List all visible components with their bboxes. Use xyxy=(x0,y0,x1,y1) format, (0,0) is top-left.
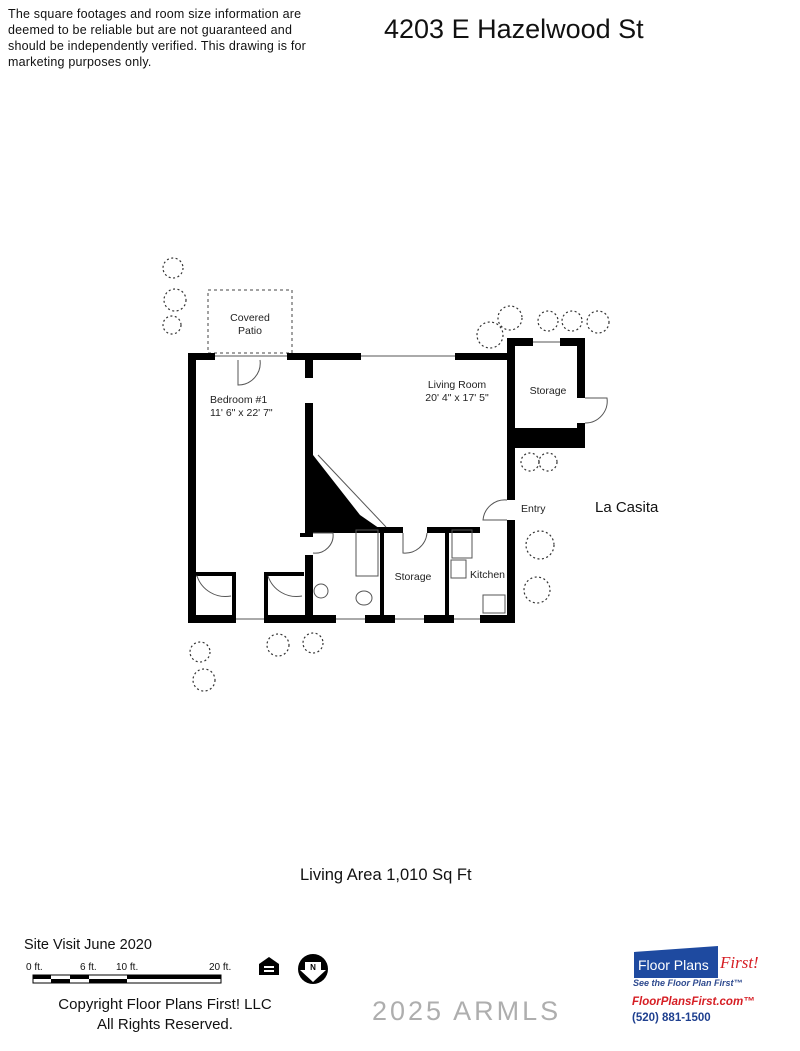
copyright: Copyright Floor Plans First! LLC All Rig… xyxy=(0,995,330,1035)
page-title: 4203 E Hazelwood St xyxy=(384,14,644,44)
living-size: 20' 4" x 17' 5" xyxy=(425,392,489,404)
logo-tagline: See the Floor Plan First™ xyxy=(633,978,743,988)
phone-number: (520) 881-1500 xyxy=(632,1012,711,1024)
storage-label: Storage xyxy=(395,571,432,583)
scale-tick: 20 ft. xyxy=(209,962,232,973)
logo-text: Floor Plans xyxy=(638,957,709,973)
patio-label-2: Patio xyxy=(238,325,262,337)
walls xyxy=(188,338,585,623)
scale-tick: 0 ft. xyxy=(26,962,43,973)
disclaimer: The square footages and room size inform… xyxy=(8,7,307,69)
patio-label: Covered xyxy=(230,312,270,324)
logo-graphic xyxy=(634,946,718,978)
bedroom-size: 11' 6" x 22' 7" xyxy=(210,407,273,419)
entry-label: Entry xyxy=(521,503,546,515)
living-area: Living Area 1,010 Sq Ft xyxy=(300,866,472,884)
casita-label: La Casita xyxy=(595,499,659,516)
north-arrow-icon: N xyxy=(298,954,328,984)
windows-doors xyxy=(196,341,608,620)
site-visit: Site Visit June 2020 xyxy=(24,937,152,953)
scale-tick: 6 ft. xyxy=(80,962,97,973)
living-label: Living Room xyxy=(428,379,487,391)
floor-plans-first-logo: Floor Plans First! xyxy=(634,950,764,978)
scale-tick: 10 ft. xyxy=(116,962,139,973)
copyright-line: All Rights Reserved. xyxy=(97,1016,233,1033)
watermark: 2025 ARMLS xyxy=(372,996,562,1026)
kitchen-label: Kitchen xyxy=(470,569,505,581)
patio xyxy=(207,289,293,354)
trees xyxy=(162,257,610,692)
storage-ne-label: Storage xyxy=(530,385,567,397)
logo-text-red: First! xyxy=(720,953,759,972)
bedroom-label: Bedroom #1 xyxy=(210,394,267,406)
equal-housing-icon xyxy=(259,957,279,975)
svg-text:N: N xyxy=(310,963,316,972)
copyright-line: Copyright Floor Plans First! LLC xyxy=(58,996,272,1013)
website-link[interactable]: FloorPlansFirst.com™ xyxy=(632,996,755,1008)
scale-bar xyxy=(32,974,222,984)
